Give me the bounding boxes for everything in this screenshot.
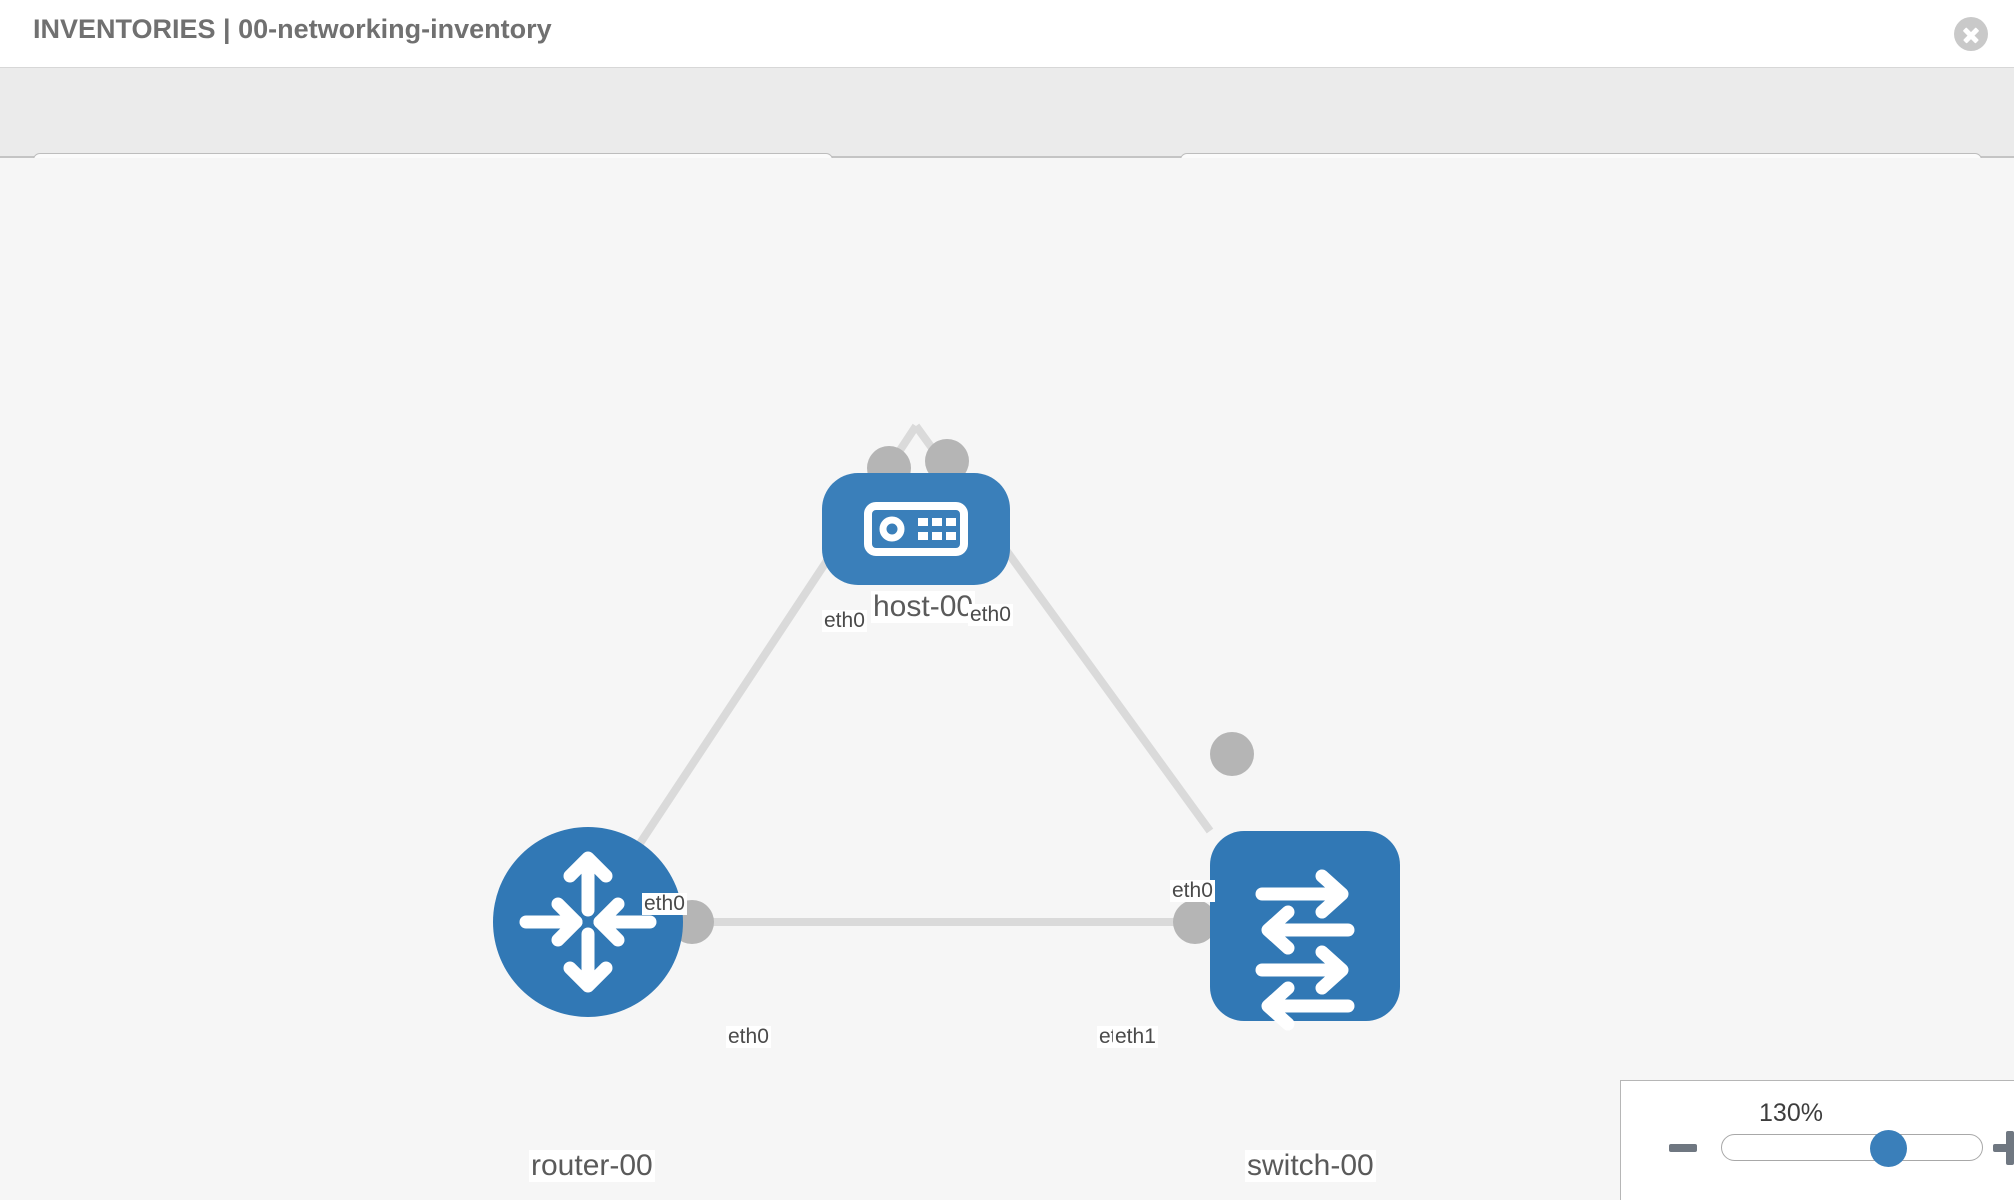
iface-label-router-eth0-uplink: eth0	[642, 892, 687, 916]
node-host-00[interactable]	[822, 473, 1010, 585]
zoom-control-panel: 130%	[1620, 1080, 2014, 1200]
node-label-host: host-00	[871, 590, 976, 623]
node-label-router: router-00	[529, 1149, 655, 1182]
zoom-percent-label: 130%	[1759, 1099, 1823, 1127]
router-arrows-icon	[519, 851, 657, 993]
plus-icon[interactable]	[1993, 1131, 2014, 1165]
server-device-icon	[864, 502, 968, 556]
zoom-slider-thumb[interactable]	[1870, 1130, 1907, 1167]
endpoint-switch-left[interactable]	[1173, 900, 1217, 944]
endpoint-host-right[interactable]	[925, 439, 969, 483]
node-router-00[interactable]	[493, 827, 683, 1017]
switch-arrows-icon	[1255, 869, 1355, 1031]
iface-label-router-eth0-trunk: eth0	[726, 1025, 771, 1049]
window-header: INVENTORIES | 00-networking-inventory	[0, 0, 2014, 68]
topology-graph	[493, 423, 1400, 1031]
iface-label-switch-eth0-uplink: eth0	[1170, 879, 1215, 903]
topology-canvas[interactable]: host-00 router-00 switch-00 eth0 eth0 et…	[0, 158, 2014, 1200]
iface-label-switch-eth1-trunk: eth1	[1113, 1025, 1158, 1049]
iface-label-host-eth0-left: eth0	[822, 609, 867, 633]
page-title: INVENTORIES | 00-networking-inventory	[33, 14, 552, 44]
zoom-slider[interactable]	[1721, 1130, 1983, 1167]
close-icon[interactable]	[1954, 17, 1988, 51]
endpoint-switch-top[interactable]	[1210, 732, 1254, 776]
node-switch-00[interactable]	[1210, 831, 1400, 1031]
minus-icon[interactable]	[1669, 1144, 1697, 1152]
plus-icon-stroke-horizontal	[1993, 1144, 2014, 1152]
node-label-switch: switch-00	[1245, 1149, 1376, 1182]
toolbar: ACTIONS SEARCH	[0, 68, 2014, 211]
iface-label-host-eth0-right: eth0	[968, 603, 1013, 627]
